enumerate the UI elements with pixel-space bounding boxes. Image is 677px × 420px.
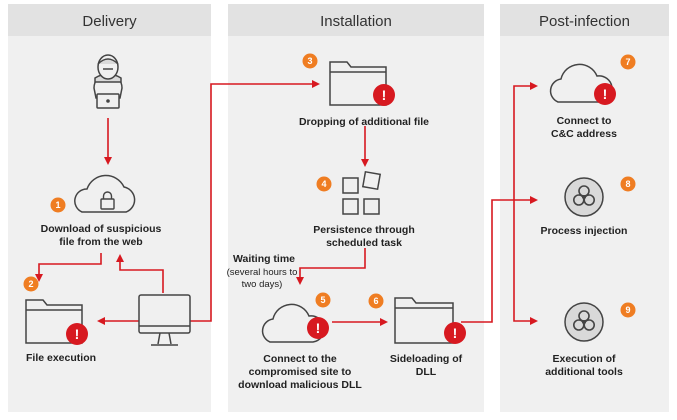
step-6-badge: 6: [368, 293, 384, 309]
step-7-label-line2: C&C address: [551, 128, 617, 140]
step-7-number: 7: [625, 57, 630, 67]
step-7-label-line1: Connect to: [557, 115, 612, 127]
step-1-badge: 1: [50, 197, 66, 213]
step-8-badge: 8: [620, 176, 636, 192]
step-1-label-line1: Download of suspicious: [41, 223, 162, 235]
step-9-label-line2: additional tools: [545, 366, 623, 378]
installation-title: Installation: [320, 13, 392, 30]
alert-icon: !: [594, 83, 616, 105]
alert-glyph: !: [75, 326, 80, 342]
step-5-number: 5: [320, 295, 325, 305]
waiting-time-title: Waiting time: [233, 253, 295, 265]
alert-icon: !: [307, 317, 329, 339]
user-icon: [93, 54, 123, 109]
step-7-badge: 7: [620, 54, 636, 70]
step-6-number: 6: [373, 296, 378, 306]
step-6-label-line2: DLL: [416, 366, 437, 378]
step-9-label-line1: Execution of: [552, 353, 616, 365]
step-5-label-line2: compromised site to: [249, 366, 352, 378]
waiting-time-line1: (several hours to: [227, 267, 298, 278]
step-2-number: 2: [28, 279, 33, 289]
step-4-label-line1: Persistence through: [313, 224, 415, 236]
computer-icon: [138, 294, 191, 346]
alert-icon: !: [66, 323, 88, 345]
alert-icon: !: [444, 322, 466, 344]
step-4-badge: 4: [316, 176, 332, 192]
waiting-time-line2: two days): [242, 279, 283, 290]
step-5-label-line1: Connect to the: [263, 353, 337, 365]
folder-icon: [329, 61, 387, 106]
step-1-label-line2: file from the web: [59, 236, 142, 248]
arrow-to-cnc: [513, 82, 538, 200]
flow-arrows: [35, 80, 538, 326]
step-9-number: 9: [625, 305, 630, 315]
arrow-download-to-execution: [35, 253, 102, 282]
arrow-pc-to-dropping: [190, 80, 320, 322]
step-9-badge: 9: [620, 302, 636, 318]
tiles-icon: [342, 170, 382, 215]
biohazard-icon: [564, 177, 604, 217]
delivery-title: Delivery: [82, 13, 137, 30]
alert-icon: !: [373, 84, 395, 106]
step-3-badge: 3: [302, 53, 318, 69]
alert-glyph: !: [603, 86, 608, 102]
arrow-pc-to-download: [116, 254, 164, 293]
biohazard-icon: [564, 302, 604, 342]
alert-glyph: !: [316, 320, 321, 336]
alert-glyph: !: [382, 87, 387, 103]
step-6-label-line1: Sideloading of: [390, 353, 463, 365]
step-5-label-line3: download malicious DLL: [238, 379, 362, 391]
post-infection-title: Post-infection: [539, 13, 630, 30]
step-3-label: Dropping of additional file: [299, 116, 429, 128]
cloud-lock-icon: [74, 174, 136, 213]
step-2-badge: 2: [23, 276, 39, 292]
folder-icon: [394, 297, 454, 344]
step-4-label-line2: scheduled task: [326, 237, 402, 249]
step-8-label: Process injection: [541, 225, 628, 237]
step-5-badge: 5: [315, 292, 331, 308]
arrow-to-additional-tools: [513, 200, 538, 325]
alert-glyph: !: [453, 325, 458, 341]
step-4-number: 4: [321, 179, 326, 189]
step-8-number: 8: [625, 179, 630, 189]
step-3-number: 3: [307, 56, 312, 66]
step-1-number: 1: [55, 200, 60, 210]
arrow-persistence-to-connect: [296, 248, 366, 285]
step-2-label: File execution: [26, 352, 96, 364]
